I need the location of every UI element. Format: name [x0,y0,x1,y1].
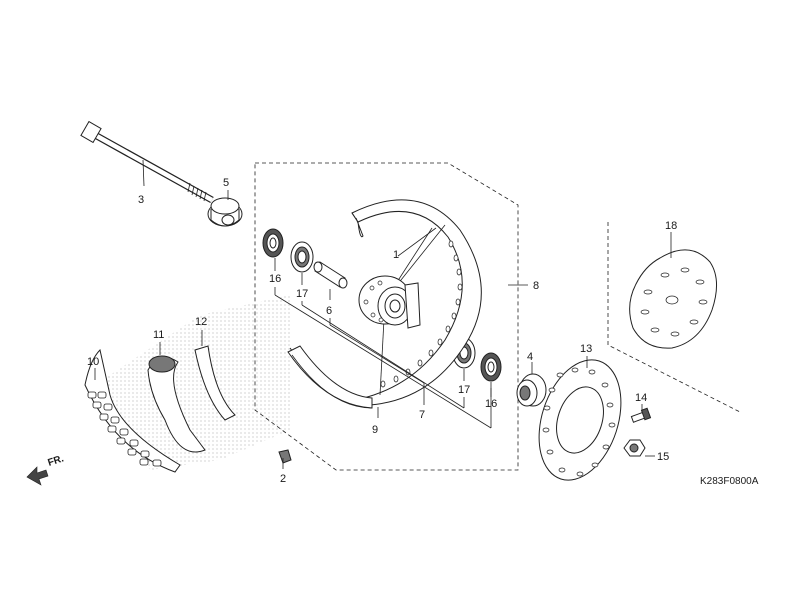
side-collar-part[interactable] [516,373,547,407]
valve-nut-part[interactable] [278,449,292,464]
callout-5: 5 [223,177,229,189]
callout-4: 4 [527,351,533,363]
disc-group-frame [607,222,741,413]
callout-11: 11 [153,329,164,341]
callout-12: 12 [195,316,207,328]
diagram-code: K283F0800A [700,476,759,487]
tube-part[interactable] [147,355,206,453]
distance-collar-part[interactable] [313,261,348,289]
direction-label: FR. [47,453,66,469]
flap-part[interactable] [194,345,236,421]
callout-6: 6 [326,305,332,317]
collar-part[interactable] [207,197,243,227]
callout-17-left: 17 [296,288,308,300]
front-direction-arrow-icon [26,466,49,486]
callout-18: 18 [665,220,677,232]
bearing-part-left[interactable] [290,241,314,273]
rim-band-part[interactable] [291,354,373,409]
callout-2: 2 [280,473,286,485]
callout-10: 10 [87,356,99,368]
seal-part-right[interactable] [480,352,502,382]
disc-guard-part[interactable] [629,249,717,349]
callout-16-left: 16 [269,273,281,285]
leader-lines [94,159,672,469]
callout-16-right: 16 [485,398,497,410]
callout-17-right: 17 [458,384,470,396]
callout-9: 9 [372,424,378,436]
nut-part[interactable] [623,439,646,457]
axle-part[interactable] [80,120,214,204]
bolt-part[interactable] [630,407,652,423]
brake-disc-part[interactable] [525,349,636,490]
rim-part[interactable] [287,199,482,409]
hub-part[interactable] [358,275,421,329]
callout-14: 14 [635,392,647,404]
callout-7: 7 [419,409,425,421]
callout-1: 1 [393,249,399,261]
shadow-area [95,295,290,470]
seal-part-left[interactable] [262,228,284,258]
tire-part[interactable] [84,349,181,473]
callout-15: 15 [657,451,669,463]
callout-3: 3 [138,194,144,206]
callout-8: 8 [533,280,539,292]
wheel-assembly-frame [254,162,519,471]
callout-13: 13 [580,343,592,355]
